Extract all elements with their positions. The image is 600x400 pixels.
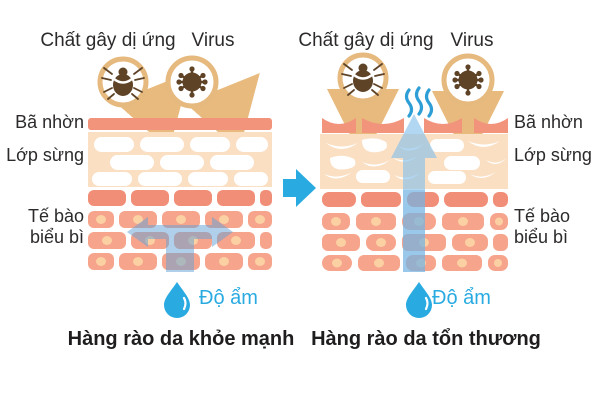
- right-epidermis-label-line2: biểu bì: [514, 227, 569, 247]
- deflected-virus-arrow-icon: [185, 73, 260, 151]
- water-drop-icon: [406, 282, 432, 318]
- right-caption: Hàng rào da tổn thương: [311, 328, 541, 350]
- left-sebum-label: Bã nhờn: [15, 112, 84, 132]
- right-epidermis-label-line1: Tế bào: [514, 206, 571, 226]
- damaged-sebum-layer: [322, 118, 508, 133]
- right-allergen-label: Chất gây dị ứng: [298, 30, 434, 51]
- water-drop-icon: [164, 282, 190, 318]
- right-skin-graphic: [320, 86, 508, 318]
- right-moisture-label: Độ ẩm: [432, 287, 491, 309]
- left-caption: Hàng rào da khỏe mạnh: [67, 328, 295, 350]
- right-arrow-icon: [283, 169, 316, 207]
- steam-waves-icon: [404, 86, 434, 118]
- moisture-retained-arrow-icon: [127, 217, 233, 272]
- right-sebum-label: Bã nhờn: [514, 112, 583, 132]
- virus-icon: [165, 55, 219, 109]
- left-epidermis-label-line2: biểu bì: [29, 227, 84, 247]
- left-skin-graphic: [88, 72, 272, 318]
- right-virus-label: Virus: [450, 30, 494, 51]
- right-stratum-label: Lớp sừng: [514, 145, 592, 165]
- damaged-epidermis-cells: [322, 192, 508, 271]
- left-moisture-label: Độ ẩm: [199, 287, 258, 309]
- mite-icon: [97, 56, 149, 108]
- sebum-layer: [88, 118, 272, 130]
- left-allergen-label: Chất gây dị ứng: [40, 30, 176, 51]
- deflected-allergen-arrow-icon: [115, 72, 190, 150]
- stratum-corneum-layer: [88, 132, 272, 187]
- mite-icon: [337, 52, 389, 104]
- virus-icon: [441, 53, 495, 107]
- moisture-escape-arrow-icon: [391, 114, 437, 272]
- left-stratum-label: Lớp sừng: [6, 145, 84, 165]
- left-epidermis-label: Tế bào biểu bì: [4, 206, 84, 248]
- left-epidermis-label-line1: Tế bào: [27, 206, 84, 226]
- left-virus-label: Virus: [191, 30, 235, 51]
- right-epidermis-label: Tế bào biểu bì: [514, 206, 570, 248]
- epidermis-cells: [88, 190, 272, 270]
